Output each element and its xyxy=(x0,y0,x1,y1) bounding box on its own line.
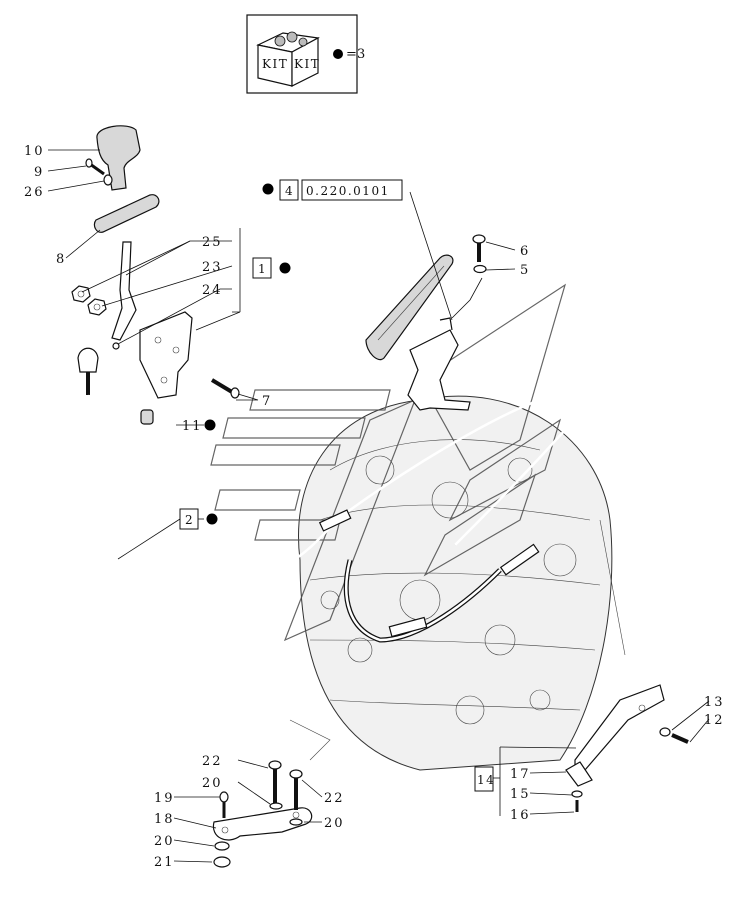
kit-equals: = xyxy=(346,47,359,62)
callouts: 10 9 26 8 25 23 24 1 4 0.220.0101 6 5 7 … xyxy=(24,144,725,870)
callout-7: 7 xyxy=(262,394,272,409)
lower-linkage xyxy=(212,791,313,841)
ref-box-4: 4 xyxy=(285,184,294,198)
ref-box-1: 1 xyxy=(258,262,267,276)
bolt-12 xyxy=(659,727,689,744)
callout-20-right: 20 xyxy=(324,816,345,831)
callout-22-right: 22 xyxy=(324,791,345,806)
bolt-22b xyxy=(289,769,303,810)
callout-16: 16 xyxy=(510,808,531,823)
kit-bullet-1-icon xyxy=(279,262,291,274)
bushing-11 xyxy=(140,409,154,425)
handle-knob xyxy=(96,125,141,191)
callout-12: 12 xyxy=(704,713,725,728)
transmission-housing xyxy=(289,395,626,771)
callout-26: 26 xyxy=(24,185,45,200)
callout-10: 10 xyxy=(24,144,45,159)
callout-23: 23 xyxy=(202,260,223,275)
callout-20-left: 20 xyxy=(154,834,175,849)
kit-bullet-2-icon xyxy=(206,513,218,525)
lever-arm xyxy=(111,241,137,350)
callout-9: 9 xyxy=(34,165,44,180)
callout-6: 6 xyxy=(520,244,530,259)
nut-21 xyxy=(213,856,231,868)
side-bracket xyxy=(565,684,665,787)
kit-bullet-icon xyxy=(333,49,343,59)
kit-bullet-4-icon xyxy=(262,183,274,195)
nut-25 xyxy=(71,285,91,303)
bolt-22a xyxy=(268,760,282,806)
callout-15: 15 xyxy=(510,787,531,802)
nut-23 xyxy=(87,298,107,316)
kit-ref-2: 2 xyxy=(179,508,218,530)
reference-group-4: 4 0.220.0101 xyxy=(262,179,403,201)
watermark-logo xyxy=(210,283,567,642)
callout-21: 21 xyxy=(154,855,175,870)
washer-20b xyxy=(214,841,230,851)
ref-code: 0.220.0101 xyxy=(306,184,390,198)
callout-24: 24 xyxy=(202,283,223,298)
washer-15 xyxy=(571,790,583,798)
kit-bullet-11-icon xyxy=(204,419,216,431)
ref-box-14: 14 xyxy=(477,773,495,787)
callout-5: 5 xyxy=(520,263,530,278)
bracket-plate xyxy=(139,311,193,399)
kit-quantity: 3 xyxy=(357,47,367,62)
washer-5 xyxy=(473,264,487,274)
bolt-6 xyxy=(472,234,486,262)
screw-9 xyxy=(85,158,105,176)
throttle-cable xyxy=(77,347,579,643)
kit-ref-1: 1 xyxy=(252,257,291,279)
kit-label-right: KIT xyxy=(294,57,320,71)
kit-ref-14: 14 xyxy=(474,766,495,792)
kit-label-left: KIT xyxy=(262,57,288,71)
callout-8: 8 xyxy=(56,252,66,267)
bolt-7 xyxy=(210,378,240,399)
callout-11: 11 xyxy=(182,419,203,434)
leader-lines xyxy=(47,149,710,863)
callout-13: 13 xyxy=(704,695,725,710)
callout-19: 19 xyxy=(154,791,175,806)
callout-25: 25 xyxy=(202,235,223,250)
kit-legend: KIT KIT = 3 xyxy=(246,14,367,94)
washer-26 xyxy=(103,174,113,186)
kit-box-icon: KIT KIT xyxy=(256,31,320,87)
grip-8 xyxy=(93,194,160,233)
callout-20-top: 20 xyxy=(202,776,223,791)
accelerator-pedal xyxy=(365,254,471,411)
ref-box-2: 2 xyxy=(185,513,194,527)
callout-22-left: 22 xyxy=(202,754,223,769)
washer-20a xyxy=(269,802,283,810)
callout-18: 18 xyxy=(154,812,175,827)
callout-17: 17 xyxy=(510,767,531,782)
washer-20c xyxy=(289,818,303,826)
